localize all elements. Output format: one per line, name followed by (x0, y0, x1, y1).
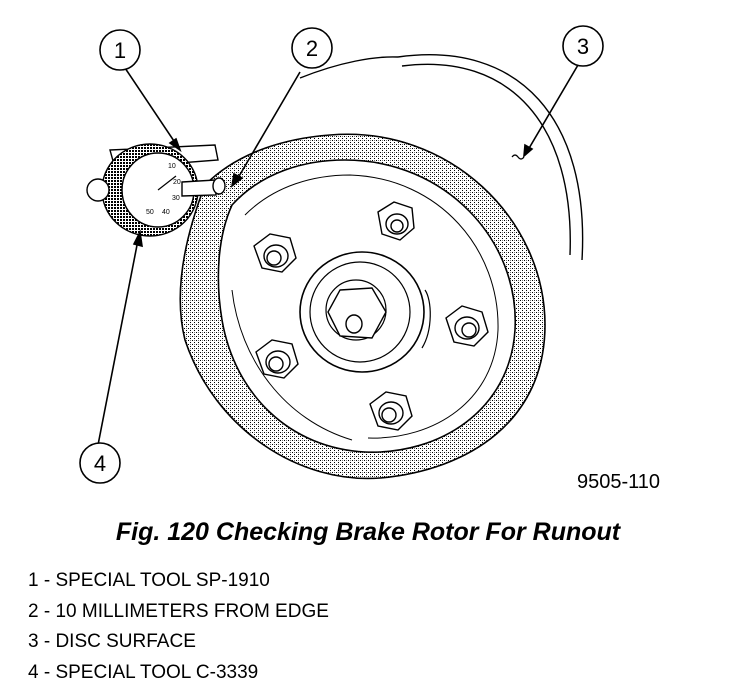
callout-2-number: 2 (306, 36, 318, 61)
callout-1: 1 (99, 29, 141, 71)
leader-lines (97, 64, 579, 446)
lug-nut-left-lower (255, 339, 299, 379)
dial-number: 50 (146, 209, 154, 216)
legend-item: 1 - SPECIAL TOOL SP-1910 (28, 570, 270, 591)
lug-nut-top (377, 201, 415, 241)
callout-3: 3 (562, 25, 604, 67)
figure-caption: Fig. 120 Checking Brake Rotor For Runout (115, 518, 621, 546)
legend-item: 3 - DISC SURFACE (28, 631, 196, 652)
callout-legend: 1 - SPECIAL TOOL SP-1910 2 - 10 MILLIMET… (28, 566, 329, 688)
lug-nut-right (445, 305, 489, 347)
callout-3-number: 3 (577, 34, 589, 59)
lug-nut-bottom (369, 391, 413, 431)
lug-nut-left-upper (253, 233, 297, 273)
brake-rotor-illustration: 10 20 30 40 50 1 2 3 4 9505-110 (79, 25, 660, 493)
callout-1-number: 1 (114, 38, 126, 63)
lug-nuts (253, 201, 489, 431)
hub-center (299, 251, 431, 373)
callout-4-number: 4 (94, 451, 106, 476)
callout-4: 4 (79, 442, 121, 484)
dial-number: 30 (172, 195, 180, 202)
figure-code: 9505-110 (577, 471, 660, 493)
callout-2: 2 (291, 27, 333, 69)
dial-number: 10 (168, 163, 176, 170)
dial-number: 40 (162, 209, 170, 216)
dial-indicator: 10 20 30 40 50 (86, 143, 226, 237)
legend-item: 4 - SPECIAL TOOL C-3339 (28, 661, 259, 683)
dial-number: 20 (173, 179, 181, 186)
rotor-disc (299, 54, 584, 261)
legend-item: 2 - 10 MILLIMETERS FROM EDGE (28, 600, 329, 622)
